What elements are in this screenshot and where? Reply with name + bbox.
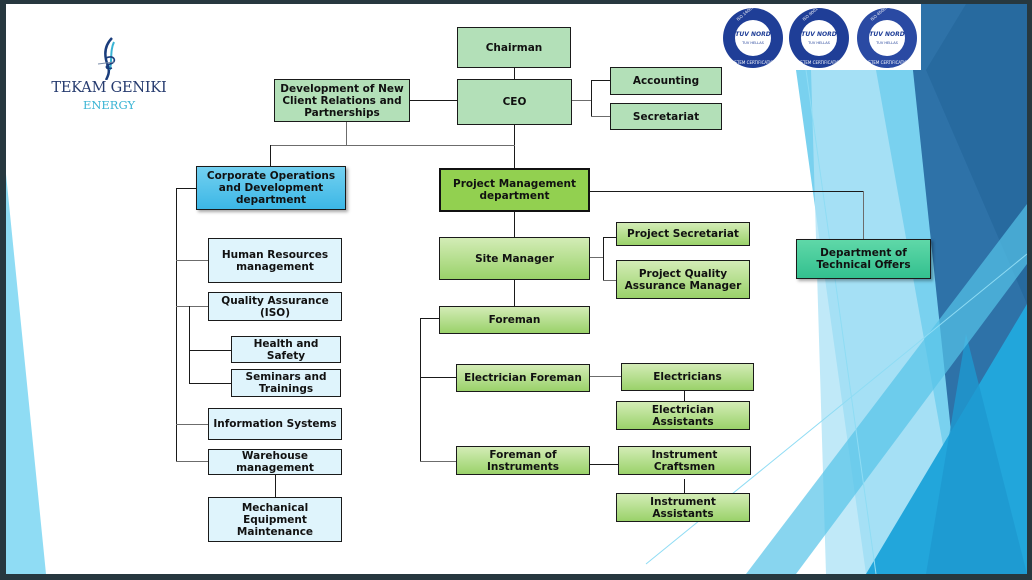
client-development-box: Development of New Client Relations and … <box>274 79 410 122</box>
cert-ring-text: SYSTEM CERTIFICATION <box>729 60 776 65</box>
iso-45001-badge-icon: TUV NORD TUV HELLAS ISO 45001 SYSTEM CER… <box>857 7 917 68</box>
quality-assurance-label: Quality Assurance (ISO) <box>221 294 329 319</box>
instruments-foreman-label: Foreman of Instruments <box>486 448 560 473</box>
warehouse-box: Warehouse management <box>208 449 342 475</box>
slide: TEKAM GENIKI ENERGY TUV NORD TUV HELLAS … <box>6 4 1027 574</box>
cert-issuer: TUV NORD <box>801 31 836 38</box>
corporate-operations-label: Corporate Operations and Development dep… <box>206 170 336 206</box>
seminars-box: Seminars and Trainings <box>231 369 341 397</box>
hr-box: Human Resources management <box>208 238 342 283</box>
client-development-label: Development of New Client Relations and … <box>280 82 404 119</box>
electrician-assistants-label: Electrician Assistants <box>651 403 715 428</box>
iso-14001-badge-icon: TUV NORD TUV HELLAS ISO 14001 SYSTEM CER… <box>723 7 783 68</box>
background-decoration <box>6 4 1027 574</box>
electricians-box: Electricians <box>621 363 754 391</box>
hr-label: Human Resources management <box>221 248 329 273</box>
instrument-assistants-label: Instrument Assistants <box>650 495 716 520</box>
foreman-box: Foreman <box>439 306 590 334</box>
project-secretariat-box: Project Secretariat <box>616 222 750 246</box>
cert-ring-text: SYSTEM CERTIFICATION <box>863 60 910 65</box>
chairman-box: Chairman <box>457 27 571 68</box>
corporate-operations-box: Corporate Operations and Development dep… <box>196 166 346 210</box>
health-safety-label: Health and Safety <box>253 337 319 362</box>
project-management-box: Project Management department <box>439 168 590 212</box>
site-manager-label: Site Manager <box>475 252 554 265</box>
ceo-box: CEO <box>457 79 572 125</box>
cert-issuer: TUV NORD <box>735 31 770 38</box>
cert-ring-text: SYSTEM CERTIFICATION <box>795 60 842 65</box>
accounting-label: Accounting <box>632 75 700 87</box>
cert-sub: TUV HELLAS <box>875 41 898 45</box>
mechanical-maintenance-label: Mechanical Equipment Maintenance <box>236 501 314 538</box>
instruments-foreman-box: Foreman of Instruments <box>456 446 590 475</box>
project-management-label: Project Management department <box>453 178 576 202</box>
certification-badges: TUV NORD TUV HELLAS ISO 14001 SYSTEM CER… <box>718 4 921 70</box>
electrician-foreman-label: Electrician Foreman <box>464 372 582 384</box>
accounting-box: Accounting <box>610 67 722 95</box>
company-name: TEKAM GENIKI <box>51 80 167 96</box>
cert-issuer: TUV NORD <box>869 31 904 38</box>
cert-sub: TUV HELLAS <box>807 41 830 45</box>
instrument-craftsmen-box: Instrument Craftsmen <box>618 446 751 475</box>
instrument-assistants-box: Instrument Assistants <box>616 493 750 522</box>
electrician-foreman-box: Electrician Foreman <box>456 364 590 392</box>
project-secretariat-label: Project Secretariat <box>627 228 739 240</box>
secretariat-label: Secretariat <box>632 110 700 123</box>
logo-swirl-icon <box>97 37 116 80</box>
cert-sub: TUV HELLAS <box>741 41 764 45</box>
project-qa-manager-label: Project Quality Assurance Manager <box>624 267 742 292</box>
warehouse-label: Warehouse management <box>236 450 314 474</box>
electrician-assistants-box: Electrician Assistants <box>616 401 750 430</box>
mechanical-maintenance-box: Mechanical Equipment Maintenance <box>208 497 342 542</box>
technical-offers-box: Department of Technical Offers <box>796 239 931 279</box>
company-logo: TEKAM GENIKI ENERGY <box>44 36 174 116</box>
information-systems-label: Information Systems <box>213 418 337 430</box>
ceo-label: CEO <box>502 96 527 108</box>
information-systems-box: Information Systems <box>208 408 342 440</box>
health-safety-box: Health and Safety <box>231 336 341 363</box>
quality-assurance-box: Quality Assurance (ISO) <box>208 292 342 321</box>
electricians-label: Electricians <box>653 371 722 383</box>
company-subtitle: ENERGY <box>82 98 136 112</box>
site-manager-box: Site Manager <box>439 237 590 280</box>
instrument-craftsmen-label: Instrument Craftsmen <box>651 448 718 473</box>
project-qa-manager-box: Project Quality Assurance Manager <box>616 260 750 299</box>
technical-offers-label: Department of Technical Offers <box>816 247 911 271</box>
secretariat-box: Secretariat <box>610 103 722 130</box>
foreman-label: Foreman <box>488 314 541 326</box>
iso-9001-badge-icon: TUV NORD TUV HELLAS ISO 9001 SYSTEM CERT… <box>789 7 849 68</box>
chairman-label: Chairman <box>485 41 543 54</box>
seminars-label: Seminars and Trainings <box>245 371 327 395</box>
